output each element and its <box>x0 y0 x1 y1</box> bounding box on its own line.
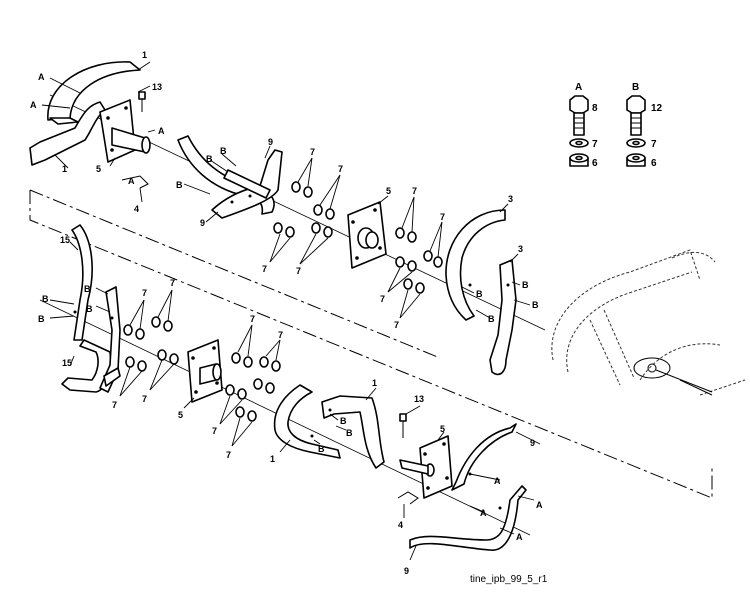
callout-bolt-a-1: A <box>38 72 45 82</box>
bolt-b-legend <box>626 95 646 167</box>
callout-1-top: 1 <box>142 50 147 60</box>
callout-4-top: 4 <box>134 204 139 214</box>
callout-5-middle: 5 <box>386 186 391 196</box>
callout-bolt-b-12: B <box>340 416 347 426</box>
lower-middle-tines <box>273 384 385 469</box>
callout-1-lower-right: 1 <box>372 378 377 388</box>
callout-bolt-b-8: B <box>42 294 49 304</box>
callout-7-k: 7 <box>112 400 117 410</box>
figure-caption: tine_ipb_99_5_r1 <box>470 574 548 585</box>
callout-7-c: 7 <box>262 264 267 274</box>
callout-bolt-a-4: A <box>128 176 135 186</box>
callout-9-top: 9 <box>268 137 273 147</box>
callout-bolt-a-6: A <box>536 500 543 510</box>
lower-right-assembly <box>397 405 541 561</box>
legend-a-bolt: 8 <box>592 103 598 114</box>
bolt-a-legend <box>569 95 589 167</box>
callout-bolt-b-6: B <box>522 280 529 290</box>
callout-bolt-b-10: B <box>84 284 91 294</box>
callout-1-lower-left: 1 <box>270 454 275 464</box>
callout-7-b: 7 <box>338 164 343 174</box>
callout-7-e: 7 <box>412 186 417 196</box>
tine-9-lower-a <box>451 423 517 491</box>
legend-header-b: B <box>632 82 639 93</box>
section-boundary <box>29 189 713 499</box>
legend-a-nut: 6 <box>592 158 598 169</box>
callout-7-h: 7 <box>394 320 399 330</box>
clip-4-lower <box>397 491 419 505</box>
callout-7-o: 7 <box>212 426 217 436</box>
legend-a-washer: 7 <box>592 139 598 150</box>
callout-15-bottom: 15 <box>62 358 72 368</box>
callout-1-left: 1 <box>62 164 67 174</box>
tine-1-upper <box>47 61 141 121</box>
callout-7-i: 7 <box>142 288 147 298</box>
lower-left-assembly <box>49 224 281 447</box>
tine-3-b <box>489 259 517 376</box>
tine-pair-b-upper <box>99 286 121 393</box>
tine-3-a <box>445 209 506 321</box>
callout-15-top: 15 <box>60 235 70 245</box>
tiller-housing-outline <box>551 249 746 396</box>
callout-7-n: 7 <box>278 330 283 340</box>
legend-b-washer: 7 <box>651 139 657 150</box>
callout-bolt-b-9: B <box>38 314 45 324</box>
callout-7-g: 7 <box>380 294 385 304</box>
washers-7-lower-middle <box>225 352 281 422</box>
callout-bolt-b-3: B <box>176 180 183 190</box>
callout-bolt-b-13: B <box>346 428 353 438</box>
callout-bolt-b-1: B <box>206 154 213 164</box>
callout-bolt-b-2: B <box>220 146 227 156</box>
callout-bolt-b-4: B <box>476 289 483 299</box>
callout-5-left: 5 <box>96 164 101 174</box>
upper-middle-assembly <box>177 135 443 319</box>
callout-7-p: 7 <box>226 450 231 460</box>
tine-1-lower-right <box>321 395 385 469</box>
tine-1-upper-inner <box>49 117 79 125</box>
callout-bolt-a-7: A <box>480 508 487 518</box>
callout-7-l: 7 <box>142 394 147 404</box>
callout-bolt-a-8: A <box>516 532 523 542</box>
callout-bolt-a-2: A <box>30 100 37 110</box>
callout-bolt-b-5: B <box>488 314 495 324</box>
legend-b-nut: 6 <box>651 158 657 169</box>
callout-7-j: 7 <box>170 278 175 288</box>
callout-9-left: 9 <box>200 218 205 228</box>
legend-b-bolt: 12 <box>651 103 663 114</box>
callout-7-f: 7 <box>440 212 445 222</box>
callout-7-m: 7 <box>250 314 255 324</box>
callout-bolt-a-3: A <box>158 126 165 136</box>
callout-5-lower-left: 5 <box>178 410 183 420</box>
callout-bolt-b-7: B <box>532 300 539 310</box>
upper-left-assembly <box>29 61 156 203</box>
callout-9-lower-bottom: 9 <box>404 566 409 576</box>
callout-13-top: 13 <box>152 82 162 92</box>
callout-3-top: 3 <box>508 194 513 204</box>
callout-5-lower-right: 5 <box>440 424 445 434</box>
legend-header-a: A <box>575 82 582 93</box>
tine-1-lower-left <box>273 384 341 459</box>
callout-13-lower: 13 <box>414 394 424 404</box>
callout-bolt-a-5: A <box>494 476 501 486</box>
callout-9-lower-top: 9 <box>530 438 535 448</box>
tine-15-upper <box>71 224 93 341</box>
upper-right-tines <box>445 203 531 376</box>
fastener-legend <box>569 95 646 167</box>
hub-5-lower-right <box>419 435 453 499</box>
callout-7-d: 7 <box>296 266 301 276</box>
callout-bolt-b-11: B <box>86 304 93 314</box>
tine-9-lower-b <box>409 485 527 551</box>
callout-bolt-b-14: B <box>318 444 325 454</box>
callout-4-lower: 4 <box>398 520 403 530</box>
callout-3-right: 3 <box>518 244 523 254</box>
clip-4 <box>121 175 149 189</box>
callout-7-a: 7 <box>310 147 315 157</box>
tine-9-top-b <box>211 149 283 219</box>
